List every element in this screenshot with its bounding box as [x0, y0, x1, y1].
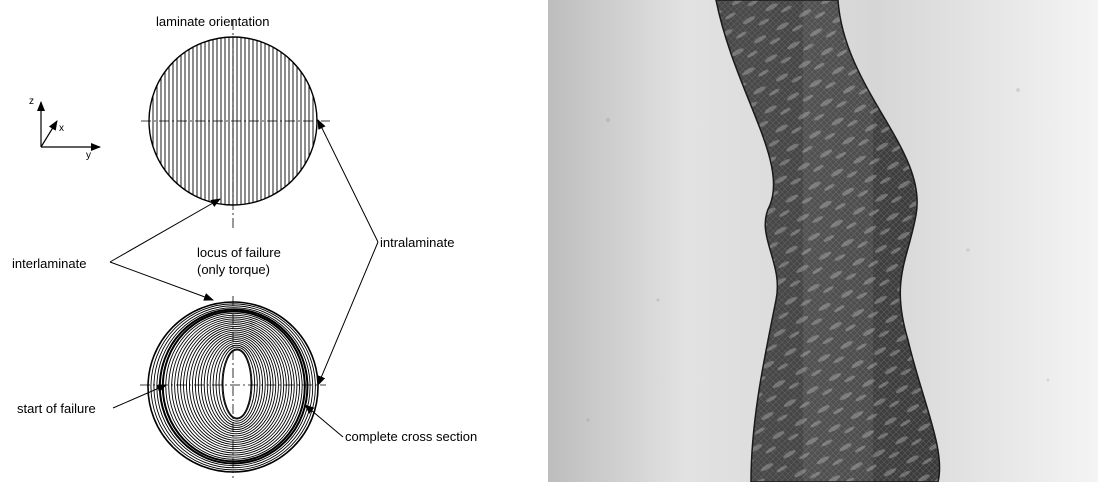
locus-of-failure-line1: locus of failure: [197, 245, 281, 260]
failure-diagram: z x y laminate orientation interlaminate…: [0, 0, 548, 482]
bottom-cross-section: [140, 296, 326, 478]
complete-cross-section-label: complete cross section: [345, 429, 477, 444]
locus-of-failure-line2: (only torque): [197, 262, 270, 277]
inner-void: [223, 350, 251, 418]
axis-z-label: z: [29, 96, 34, 107]
failed-specimen-photo: [548, 0, 1098, 482]
top-cross-section: [141, 20, 330, 228]
intralaminate-label: intralaminate: [380, 235, 454, 250]
axis-y-label: y: [86, 150, 91, 161]
interlaminate-label: interlaminate: [12, 256, 86, 271]
coordinate-axes: z x y: [29, 96, 100, 161]
laminate-orientation-title: laminate orientation: [156, 14, 269, 29]
start-of-failure-label: start of failure: [17, 401, 96, 416]
axis-x-label: x: [59, 123, 64, 134]
